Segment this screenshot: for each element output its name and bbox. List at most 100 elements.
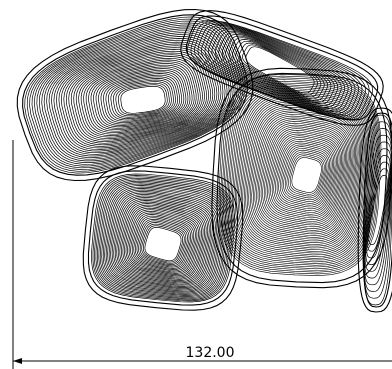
toolpath-ring [134, 217, 192, 269]
toolpath-ring [201, 25, 359, 115]
toolpath-ring [240, 100, 364, 250]
toolpath-ring [236, 94, 368, 256]
pocket-boundary [216, 72, 388, 284]
toolpath-ring [58, 43, 218, 150]
toolpath-ring [80, 59, 199, 136]
toolpath-ring [120, 85, 166, 114]
toolpath-ring [96, 179, 230, 299]
toolpath-ring [364, 141, 392, 279]
toolpath-ring [68, 50, 210, 144]
toolpath-ring [226, 82, 376, 268]
toolpath-ring [117, 200, 209, 283]
toolpath-ring [101, 183, 225, 295]
toolpath-ring [288, 153, 325, 197]
pocket-boundary [362, 112, 392, 308]
pocket-boundary [211, 67, 392, 289]
toolpath-ring [105, 76, 178, 122]
toolpath-ring [95, 69, 187, 128]
toolpath-ring [113, 81, 172, 118]
toolpath-ring [276, 140, 335, 210]
toolpath-ring [105, 188, 221, 292]
toolpath-ring [367, 168, 389, 252]
toolpath-ring [248, 108, 358, 242]
toolpath-ring [237, 96, 366, 254]
toolpath-ring [291, 157, 322, 193]
toolpath-ring [142, 225, 184, 263]
toolpath-ring [275, 138, 336, 212]
toolpath-ring [363, 121, 392, 299]
toolpath-ring [242, 101, 363, 249]
dimension-value: 132.00 [186, 345, 235, 361]
dimension-annotation: 132.00 [12, 140, 392, 369]
toolpath-ring [131, 214, 195, 272]
toolpath-ring [91, 173, 235, 303]
toolpath-ring [286, 151, 326, 199]
toolpath-ring [75, 56, 203, 140]
toolpath-ring [48, 36, 226, 157]
toolpath-ring [365, 155, 391, 265]
pocket-boundary [82, 165, 244, 311]
toolpath-ring [100, 73, 183, 125]
toolpath-ring [289, 155, 324, 195]
toolpath-ring [108, 191, 218, 290]
toolpath-ring [366, 161, 390, 259]
toolpath-pockets [24, 16, 392, 306]
toolpath-ring [249, 110, 357, 240]
toolpath-ring [95, 177, 231, 300]
pocket-boundary [22, 14, 248, 176]
toolpath-ring [224, 80, 377, 270]
toolpath-ring [228, 86, 373, 264]
toolpath-ring [46, 34, 228, 158]
toolpath-ring [38, 28, 234, 163]
toolpath-ring [122, 204, 204, 279]
toolpath-ring [92, 175, 234, 302]
toolpath-ring [227, 84, 375, 266]
toolpath-ring [278, 142, 333, 208]
toolpath-ring [231, 89, 371, 261]
toolpath-ring [139, 222, 187, 265]
toolpath-ring [259, 121, 349, 229]
toolpath-ring [108, 78, 176, 121]
toolpath-ring [262, 124, 346, 226]
toolpath-ring [233, 91, 370, 259]
toolpath-ring [24, 16, 246, 174]
toolpath-ring [127, 209, 199, 275]
toolpath-ring [104, 186, 222, 293]
toolpath-ring [364, 148, 392, 272]
toolpath-ring [43, 32, 230, 160]
toolpath-ring [125, 207, 201, 277]
toolpath-ring [252, 114, 354, 236]
pocket-boundary [357, 107, 392, 313]
toolpath-ring [263, 126, 345, 224]
toolpath-ring [225, 35, 335, 105]
toolpath-ring [221, 77, 379, 273]
toolpath-ring [103, 74, 181, 124]
toolpath-ring [273, 137, 337, 213]
toolpath-ring [85, 63, 195, 134]
toolpath-ring [94, 176, 232, 301]
toolpath-ring [260, 122, 348, 228]
toolpath-ring [133, 215, 193, 270]
toolpath-ring [102, 185, 224, 294]
pocket-boundary [16, 8, 254, 182]
toolpath-ring [116, 198, 210, 284]
toolpath-ring [56, 41, 220, 152]
toolpath-ring [238, 42, 322, 98]
toolpath-ring [363, 134, 392, 286]
toolpath-ring [51, 38, 224, 155]
toolpath-ring [254, 115, 353, 235]
toolpath-ring [265, 128, 344, 222]
toolpath-ring [138, 220, 188, 267]
toolpath-ring [257, 119, 350, 231]
toolpath-ring [53, 39, 222, 154]
toolpath-ring [111, 194, 215, 287]
toolpath-ring [26, 18, 244, 172]
toolpath-ring [211, 29, 349, 111]
toolpath-ring [271, 135, 339, 215]
toolpath-ring [73, 54, 205, 141]
toolpath-ring [363, 128, 392, 292]
toolpath-ring [194, 22, 366, 118]
toolpath-ring [117, 84, 168, 115]
toolpath-ring [221, 33, 339, 107]
